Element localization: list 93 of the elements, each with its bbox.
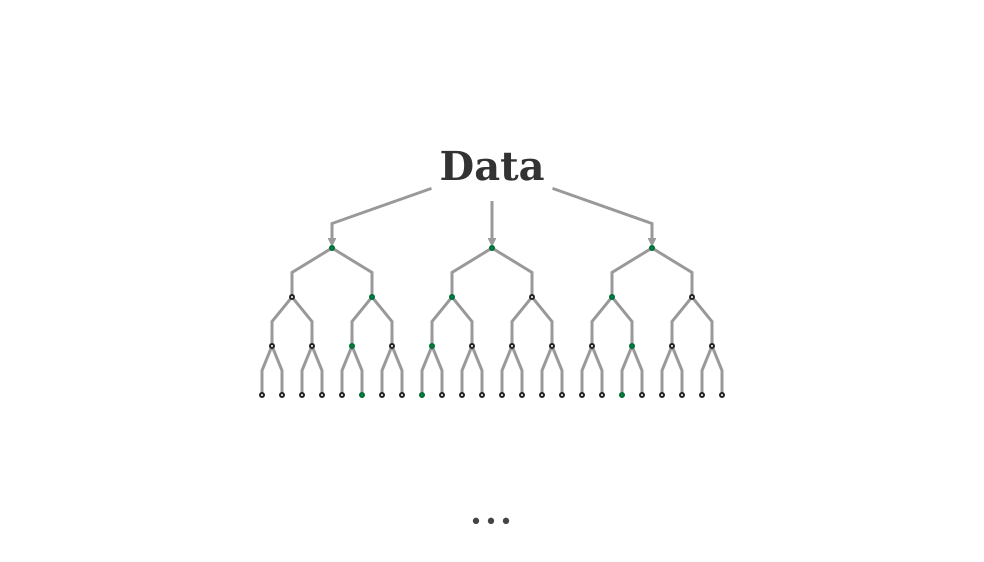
node-circle (259, 392, 265, 398)
node-circle (289, 294, 295, 300)
connector (511, 347, 524, 393)
node-circle (499, 392, 505, 398)
connector (540, 347, 553, 393)
node-text: Data (440, 143, 544, 190)
connector (492, 248, 534, 295)
connector (590, 298, 612, 344)
connector (340, 347, 353, 393)
connector (610, 248, 652, 295)
node-circle (339, 392, 345, 398)
node-circle (389, 343, 395, 349)
node-circle (599, 392, 605, 398)
node-circle (609, 294, 615, 300)
node-circle (639, 392, 645, 398)
connector (380, 347, 393, 393)
node-circle (469, 343, 475, 349)
connector (271, 347, 284, 393)
node-circle (589, 343, 595, 349)
connector (260, 347, 273, 393)
arrow (488, 201, 496, 246)
connector (350, 298, 372, 344)
node-circle (449, 294, 455, 300)
node-circle (439, 392, 445, 398)
node-circle (679, 392, 685, 398)
connector (460, 347, 473, 393)
node-circle (519, 392, 525, 398)
node-circle (349, 343, 355, 349)
connector (532, 298, 554, 344)
node-circle (509, 343, 515, 349)
node-circle (539, 392, 545, 398)
node-circle (669, 343, 675, 349)
connector (452, 298, 474, 344)
node-circle (269, 343, 275, 349)
connector (692, 298, 714, 344)
connector (471, 347, 484, 393)
connector (510, 298, 532, 344)
connector (652, 248, 694, 295)
connector (351, 347, 364, 393)
node-circle (299, 392, 305, 398)
node-circle (429, 343, 435, 349)
connector (660, 347, 673, 393)
node-circle (559, 392, 565, 398)
ellipsis-mark: ••• (470, 510, 514, 535)
connector (500, 347, 513, 393)
connector (631, 347, 644, 393)
node-circle (689, 294, 695, 300)
node-circle (309, 343, 315, 349)
node-circle (279, 392, 285, 398)
node-circle (459, 392, 465, 398)
node-circle (419, 392, 425, 398)
connector (591, 347, 604, 393)
node-circle (529, 294, 535, 300)
node-circle (379, 392, 385, 398)
connector (332, 248, 374, 295)
connector (311, 347, 324, 393)
connector (420, 347, 433, 393)
connector (580, 347, 593, 393)
connector (450, 248, 492, 295)
connector (670, 298, 692, 344)
connector (700, 347, 713, 393)
connector (270, 298, 292, 344)
tree-diagram: Data (252, 125, 732, 405)
node-circle (579, 392, 585, 398)
connector (431, 347, 444, 393)
node-circle (479, 392, 485, 398)
connector (612, 298, 634, 344)
node-circle (549, 343, 555, 349)
node-circle (369, 294, 375, 300)
connector (292, 298, 314, 344)
node-circle (629, 343, 635, 349)
connector (391, 347, 404, 393)
connector (620, 347, 633, 393)
node-circle (359, 392, 365, 398)
connector (430, 298, 452, 344)
node-circle (319, 392, 325, 398)
node-circle (659, 392, 665, 398)
connector (711, 347, 724, 393)
node-circle (619, 392, 625, 398)
arrow (328, 186, 432, 246)
node-circle (489, 245, 495, 251)
node-circle (399, 392, 405, 398)
node-circle (719, 392, 725, 398)
connector (300, 347, 313, 393)
node-circle (329, 245, 335, 251)
arrow (552, 186, 656, 246)
node-circle (699, 392, 705, 398)
node-circle (709, 343, 715, 349)
node-circle (649, 245, 655, 251)
connector (671, 347, 684, 393)
connector (372, 298, 394, 344)
connector (290, 248, 332, 295)
connector (551, 347, 564, 393)
